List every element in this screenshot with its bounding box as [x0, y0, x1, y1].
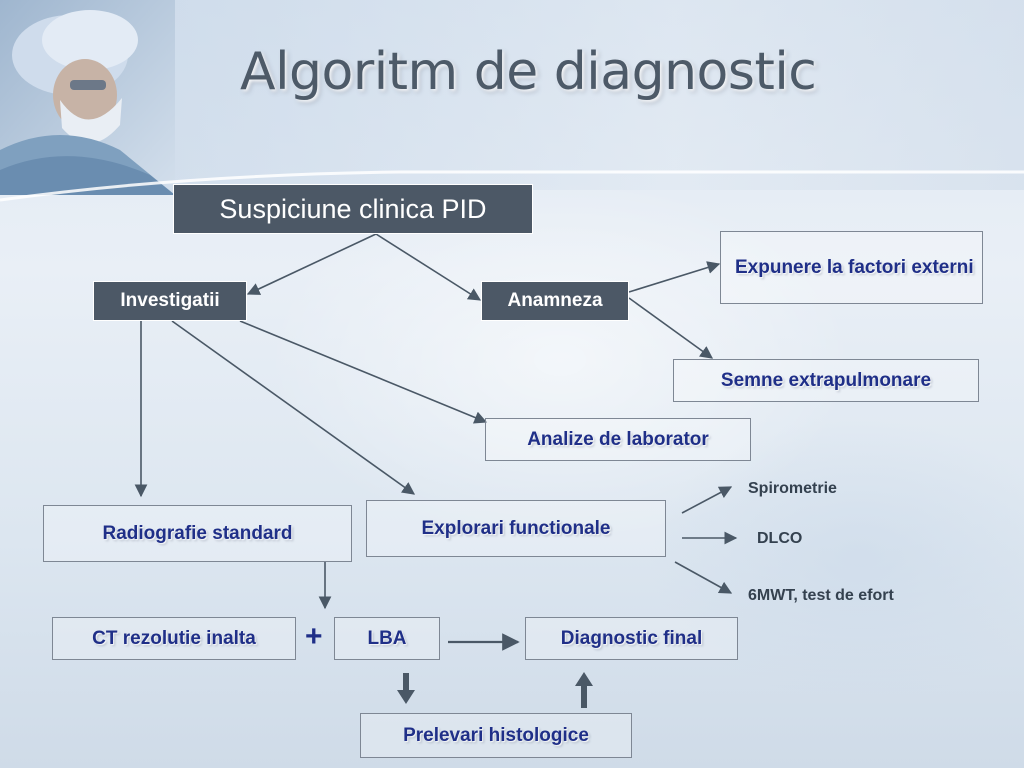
header-divider: [0, 170, 1024, 202]
plus-sign: +: [305, 620, 323, 653]
surgeon-photo-icon: [0, 0, 175, 195]
node-radiografie-standard: Radiografie standard: [43, 505, 352, 562]
node-investigatii: Investigatii: [93, 281, 247, 321]
arrow-prelevari-diagnostic: [575, 672, 593, 708]
item-dlco: DLCO: [757, 530, 803, 547]
node-suspiciune-clinica: Suspiciune clinica PID: [173, 184, 533, 234]
slide-title: Algoritm de diagnostic: [240, 42, 817, 102]
arrow-explorari-spirometrie: [681, 486, 733, 514]
arrow-explorari-6mwt: [674, 561, 733, 594]
arrow-investigatii-explorari: [171, 320, 416, 495]
node-anamneza: Anamneza: [481, 281, 629, 321]
item-6mwt: 6MWT, test de efort: [748, 587, 894, 604]
item-spirometrie: Spirometrie: [748, 480, 837, 497]
node-explorari-functionale: Explorari functionale: [366, 500, 666, 557]
arrow-anamneza-expunere: [628, 261, 721, 293]
node-lba: LBA: [334, 617, 440, 660]
node-diagnostic-final: Diagnostic final: [525, 617, 738, 660]
node-expunere-factori: Expunere la factori externi: [720, 231, 983, 304]
arrow-suspiciune-investigatii: [246, 233, 377, 295]
node-ct-rezolutie: CT rezolutie inalta: [52, 617, 296, 660]
arrow-suspiciune-anamneza: [375, 233, 482, 301]
arrow-anamneza-semne: [628, 297, 714, 359]
node-analize-laborator: Analize de laborator: [485, 418, 751, 461]
arrow-lba-prelevari: [397, 673, 415, 704]
header-band: [150, 0, 1024, 190]
arrow-investigatii-analize: [239, 320, 488, 424]
node-prelevari-histologice: Prelevari histologice: [360, 713, 632, 758]
node-semne-extrapulmonare: Semne extrapulmonare: [673, 359, 979, 402]
